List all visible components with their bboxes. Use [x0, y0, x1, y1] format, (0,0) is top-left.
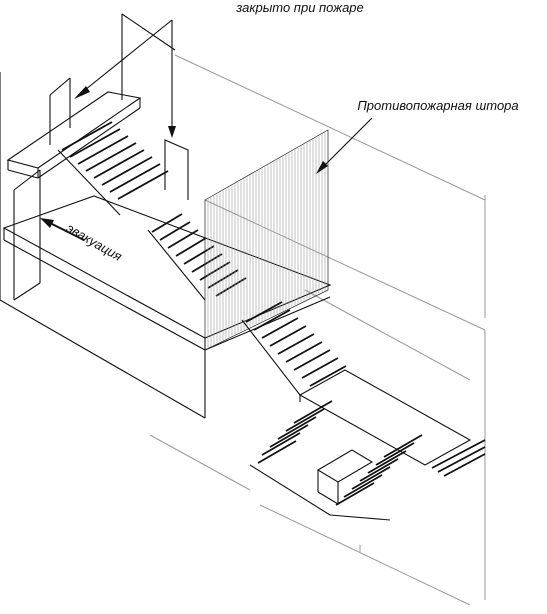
upper-landing [6, 77, 142, 179]
lower-landing [298, 369, 472, 466]
stair-flight-3 [245, 301, 347, 387]
evacuation-arrow [40, 218, 85, 241]
stair-flight-4-right [335, 434, 423, 506]
lower-center-block [249, 449, 391, 521]
flight-1-stringer [57, 149, 121, 216]
stair-flight-1 [61, 121, 169, 200]
closed-in-fire-arrows [74, 19, 176, 138]
flight-2-stringer [147, 229, 206, 301]
label-fire-curtain: Противопожарная штора [357, 98, 518, 113]
stair-flight-4-left [257, 400, 333, 464]
building-walls [0, 13, 206, 419]
flight-3-stringer [241, 319, 301, 396]
upper-door [164, 139, 189, 200]
fire-curtain-arrow [316, 117, 373, 174]
label-evacuation: эвакуация [64, 220, 125, 264]
label-closed-in-fire: закрыто при пожаре [235, 0, 364, 15]
fire-curtain [204, 129, 329, 351]
guide-lines [149, 54, 486, 606]
exit-stair [431, 439, 486, 477]
